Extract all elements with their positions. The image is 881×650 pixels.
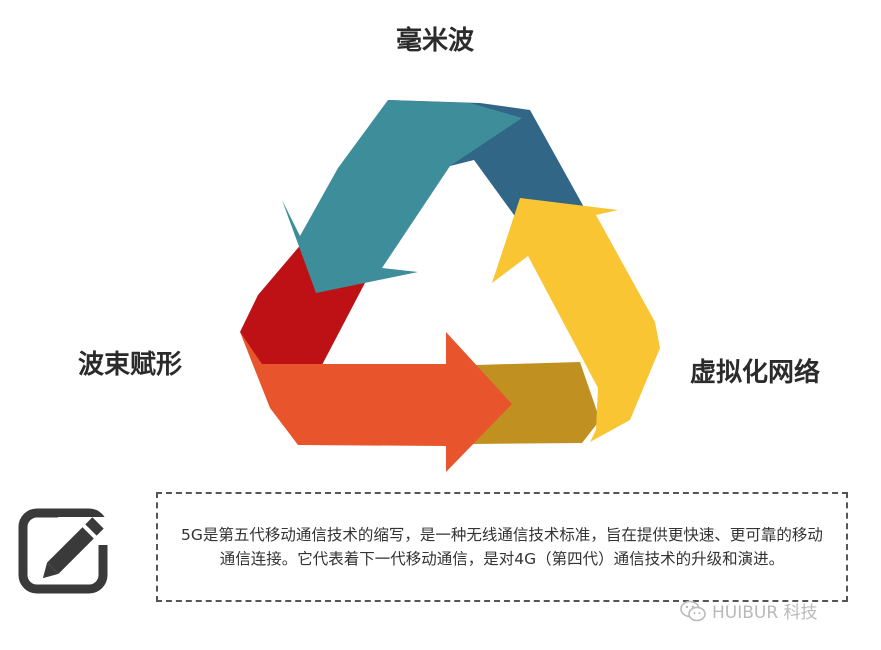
recycle-triangle-diagram: [240, 100, 660, 472]
label-beamforming: 波束赋形: [78, 350, 183, 380]
description-text: 5G是第五代移动通信技术的缩写，是一种无线通信技术标准，旨在提供更快速、更可靠的…: [181, 526, 823, 568]
label-virtualized-network: 虚拟化网络: [690, 358, 821, 388]
watermark: HUIBUR 科技: [680, 598, 818, 623]
arrow-orange: [240, 332, 512, 472]
edit-note-icon: [18, 508, 114, 594]
arrow-teal: [282, 100, 522, 293]
arrow-yellow: [492, 198, 660, 442]
description-box: 5G是第五代移动通信技术的缩写，是一种无线通信技术标准，旨在提供更快速、更可靠的…: [156, 492, 848, 602]
label-millimeter-wave: 毫米波: [396, 26, 475, 56]
wechat-icon: [680, 600, 706, 621]
arrow-segment-gold: [470, 362, 600, 444]
watermark-text: HUIBUR 科技: [712, 603, 818, 623]
